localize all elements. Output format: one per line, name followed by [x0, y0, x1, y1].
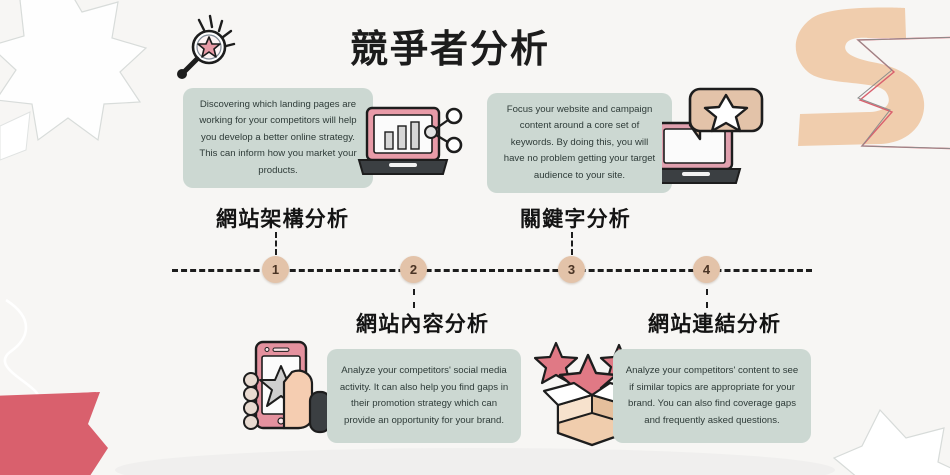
page-title: 競爭者分析 [350, 29, 551, 71]
step-node-3[interactable]: 3 [558, 256, 585, 283]
pink-banner-bottom-left-fold-icon [0, 392, 104, 475]
step-4-connector [706, 289, 708, 308]
background-wash [115, 448, 835, 475]
timeline: 1 2 3 4 [0, 256, 950, 288]
timeline-dashed-line [172, 269, 812, 272]
magnifier-star-icon [177, 14, 236, 79]
step-1-connector [275, 232, 277, 255]
tan-s-shape-top-right-icon [795, 7, 925, 147]
step-1-body-text: Discovering which landing pages are work… [199, 98, 357, 176]
white-star-outline-bottom-right-icon [832, 408, 950, 475]
step-3-heading: 關鍵字分析 [520, 208, 631, 231]
step-2-connector [413, 289, 415, 308]
step-node-1[interactable]: 1 [262, 256, 289, 283]
step-2-text-card: Analyze your competitors' social media a… [327, 349, 521, 443]
step-2-body-text: Analyze your competitors' social media a… [339, 365, 509, 426]
step-1-text-card: Discovering which landing pages are work… [183, 88, 373, 188]
white-wedge-top-left-icon [0, 111, 31, 161]
step-4-body-text: Analyze your competitors' content to see… [625, 365, 799, 426]
gray-zigzag-banner-outline-top-right-icon [856, 36, 950, 150]
laptop-bar-chart-network-icon [357, 106, 463, 175]
step-3-text-card: Focus your website and campaign content … [487, 93, 672, 193]
step-4-heading: 網站連結分析 [648, 313, 782, 336]
step-node-2[interactable]: 2 [400, 256, 427, 283]
step-2-heading: 網站內容分析 [356, 313, 490, 336]
white-star-outline-top-left-icon [0, 0, 148, 142]
pink-zigzag-banner-outline-top-right-icon [856, 36, 950, 150]
step-4-text-card: Analyze your competitors' content to see… [613, 349, 811, 443]
step-3-body-text: Focus your website and campaign content … [503, 103, 656, 181]
step-3-connector [571, 232, 573, 255]
hand-holding-phone-star-icon [243, 340, 332, 434]
laptop-speech-bubble-star-icon [662, 87, 764, 184]
step-node-4[interactable]: 4 [693, 256, 720, 283]
step-1-heading: 網站架構分析 [216, 208, 350, 231]
title-block: 競爭者分析 [170, 4, 630, 84]
